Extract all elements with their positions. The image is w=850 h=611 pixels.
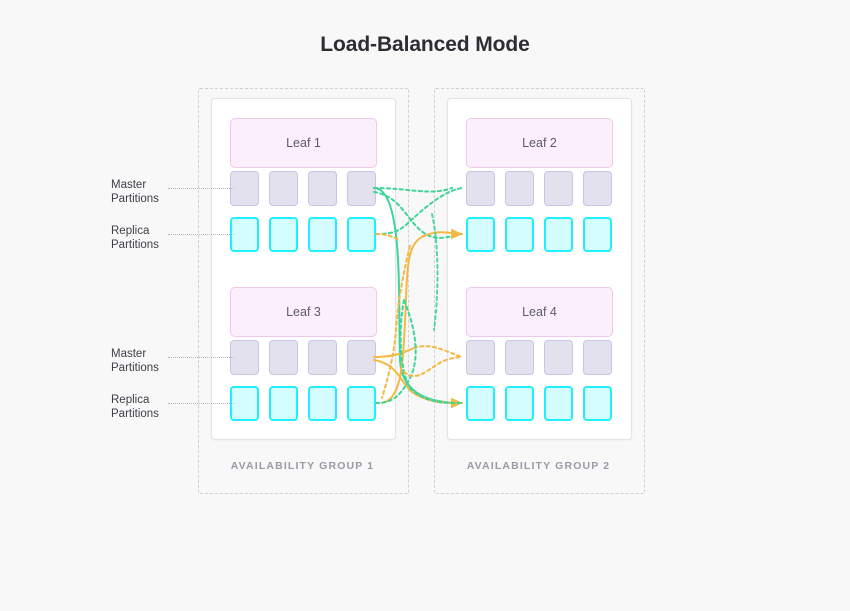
partition-replica-g2-leaf1-2[interactable] bbox=[505, 217, 534, 252]
partition-replica-g2-leaf1-4[interactable] bbox=[583, 217, 612, 252]
partition-replica-g1-leaf2-2[interactable] bbox=[269, 386, 298, 421]
partition-replica-g1-leaf2-3[interactable] bbox=[308, 386, 337, 421]
label-replica-partitions-1: Replica Partitions bbox=[111, 225, 206, 252]
partition-replica-g1-leaf1-2[interactable] bbox=[269, 217, 298, 252]
label-line-1: Replica bbox=[111, 394, 150, 406]
partition-replica-g1-leaf2-1[interactable] bbox=[230, 386, 259, 421]
leaf-3-box[interactable]: Leaf 3 bbox=[230, 287, 377, 337]
label-line-2: Partitions bbox=[111, 238, 159, 251]
label-master-partitions-2: Master Partitions bbox=[111, 348, 206, 375]
partition-master-g2-leaf2-4[interactable] bbox=[583, 340, 612, 375]
availability-group-1-label: AVAILABILITY GROUP 1 bbox=[230, 460, 375, 472]
leader-line-replica-2 bbox=[168, 403, 234, 404]
leader-line-master-2 bbox=[168, 357, 234, 358]
partition-master-g1-leaf2-4[interactable] bbox=[347, 340, 376, 375]
leader-line-master-1 bbox=[168, 188, 234, 189]
partition-replica-g2-leaf2-3[interactable] bbox=[544, 386, 573, 421]
label-line-2: Partitions bbox=[111, 192, 159, 205]
label-line-1: Master bbox=[111, 179, 147, 191]
partition-replica-g2-leaf2-2[interactable] bbox=[505, 386, 534, 421]
partition-master-g1-leaf1-2[interactable] bbox=[269, 171, 298, 206]
partition-replica-g2-leaf1-3[interactable] bbox=[544, 217, 573, 252]
partition-master-g2-leaf2-1[interactable] bbox=[466, 340, 495, 375]
partition-master-g1-leaf1-3[interactable] bbox=[308, 171, 337, 206]
page-title: Load-Balanced Mode bbox=[320, 33, 530, 56]
partition-master-g2-leaf2-3[interactable] bbox=[544, 340, 573, 375]
label-line-1: Master bbox=[111, 348, 147, 360]
partition-replica-g1-leaf1-1[interactable] bbox=[230, 217, 259, 252]
availability-group-2-label: AVAILABILITY GROUP 2 bbox=[466, 460, 611, 472]
partition-master-g2-leaf1-2[interactable] bbox=[505, 171, 534, 206]
label-line-1: Replica bbox=[111, 225, 150, 237]
partition-replica-g2-leaf1-1[interactable] bbox=[466, 217, 495, 252]
leaf-4-box[interactable]: Leaf 4 bbox=[466, 287, 613, 337]
partition-replica-g2-leaf2-4[interactable] bbox=[583, 386, 612, 421]
partition-master-g1-leaf2-2[interactable] bbox=[269, 340, 298, 375]
partition-master-g2-leaf1-3[interactable] bbox=[544, 171, 573, 206]
partition-master-g1-leaf1-1[interactable] bbox=[230, 171, 259, 206]
partition-replica-g1-leaf2-4[interactable] bbox=[347, 386, 376, 421]
label-line-2: Partitions bbox=[111, 407, 159, 420]
partition-replica-g2-leaf2-1[interactable] bbox=[466, 386, 495, 421]
partition-master-g1-leaf1-4[interactable] bbox=[347, 171, 376, 206]
partition-master-g2-leaf1-4[interactable] bbox=[583, 171, 612, 206]
leader-line-replica-1 bbox=[168, 234, 234, 235]
partition-master-g2-leaf2-2[interactable] bbox=[505, 340, 534, 375]
label-master-partitions-1: Master Partitions bbox=[111, 179, 206, 206]
leaf-2-box[interactable]: Leaf 2 bbox=[466, 118, 613, 168]
label-replica-partitions-2: Replica Partitions bbox=[111, 394, 206, 421]
label-line-2: Partitions bbox=[111, 361, 159, 374]
partition-master-g2-leaf1-1[interactable] bbox=[466, 171, 495, 206]
leaf-1-box[interactable]: Leaf 1 bbox=[230, 118, 377, 168]
partition-replica-g1-leaf1-4[interactable] bbox=[347, 217, 376, 252]
partition-replica-g1-leaf1-3[interactable] bbox=[308, 217, 337, 252]
partition-master-g1-leaf2-1[interactable] bbox=[230, 340, 259, 375]
partition-master-g1-leaf2-3[interactable] bbox=[308, 340, 337, 375]
